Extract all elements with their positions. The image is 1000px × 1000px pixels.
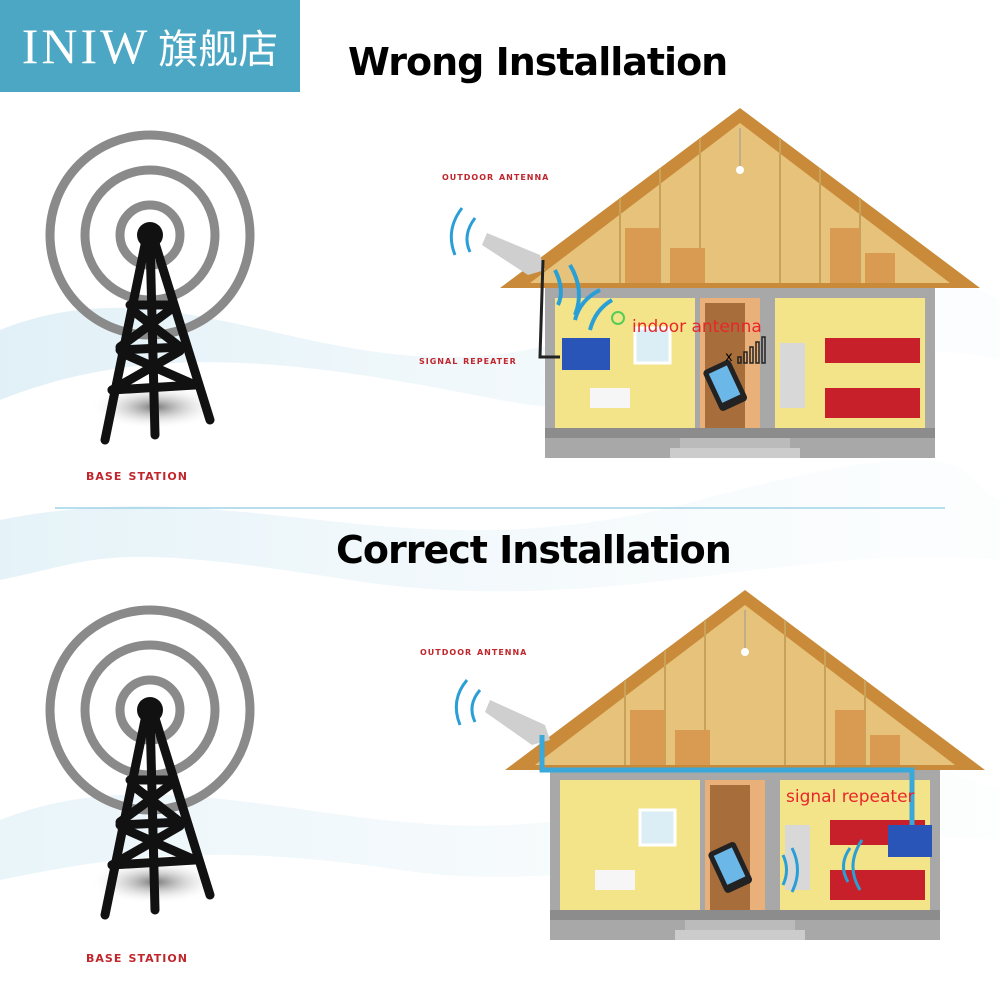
base-station-tower-icon	[50, 135, 250, 440]
wrong-installation-title: Wrong Installation	[348, 40, 728, 84]
signal-repeater-label: signal repeater	[786, 787, 915, 807]
cable	[538, 259, 560, 359]
house-wrong	[498, 106, 982, 460]
signal-repeater-device	[562, 338, 610, 370]
signal-repeater-device	[888, 825, 932, 857]
brand-logo: INIW 旗舰店	[0, 0, 300, 92]
outdoor-antenna-label: OUTDoor antenna	[442, 170, 550, 183]
cable	[539, 735, 915, 825]
base-station-label: Base station	[86, 948, 188, 966]
outdoor-antenna-icon	[449, 207, 545, 275]
logo-latin: INIW	[21, 18, 151, 74]
signal-waves-icon	[781, 839, 864, 893]
signal-repeater-label: signal repeater	[419, 354, 517, 367]
correct-installation-title: Correct Installation	[336, 528, 732, 572]
outdoor-antenna-label: OUTDoor antenna	[420, 645, 528, 658]
house-correct	[503, 588, 987, 942]
base-station-tower-icon	[50, 610, 250, 915]
no-signal-mark: x	[725, 350, 733, 365]
base-station-label: Base station	[86, 466, 188, 484]
signal-interference-icon	[553, 263, 614, 331]
logo-cjk: 旗舰店	[158, 27, 279, 73]
no-signal-bars-icon	[737, 336, 766, 364]
outdoor-antenna-icon	[454, 679, 550, 745]
indoor-antenna-label: indoor antenna	[632, 317, 762, 337]
indoor-antenna-icon	[611, 311, 625, 325]
